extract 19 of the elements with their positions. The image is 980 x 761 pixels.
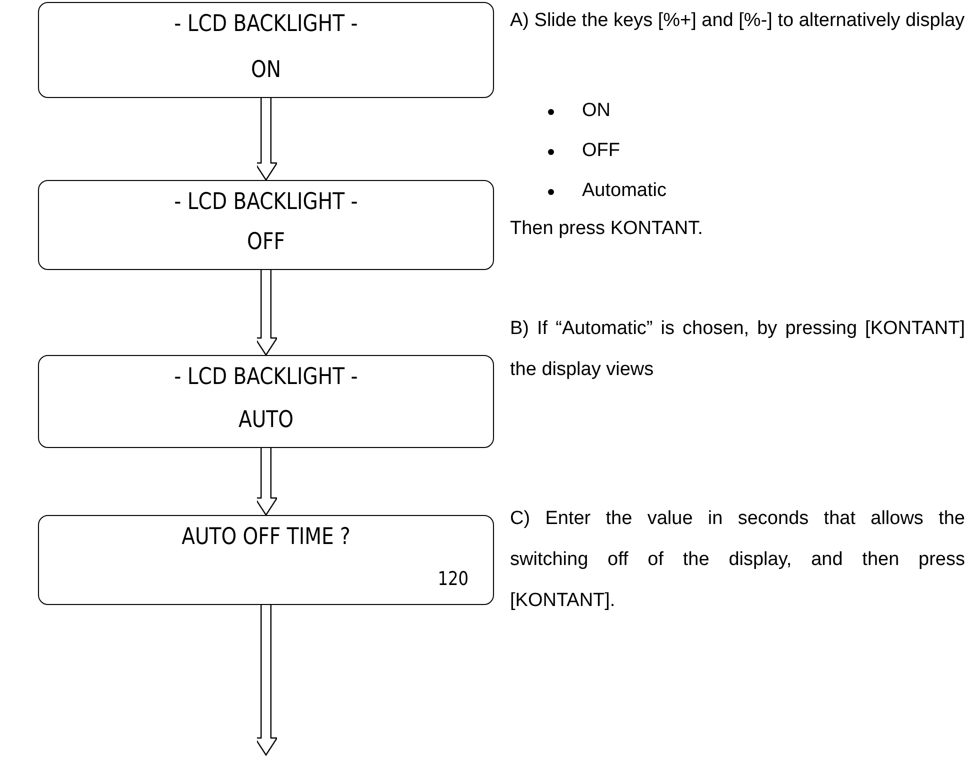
display-value: OFF: [246, 229, 286, 255]
display-screen: [38, 515, 494, 605]
instruction-note: C) Enter the value in seconds that allows the switching off of the display, and then press [KONTANT].: [510, 507, 965, 613]
instruction-note: A) Slide the keys [%+] and [%-] to alternatively display: [510, 9, 965, 33]
display-screen: [38, 2, 494, 98]
bullet-item: OFF: [582, 139, 620, 163]
display-value: 120: [437, 568, 468, 590]
display-screen: [38, 355, 494, 448]
display-heading: - LCD BACKLIGHT -: [173, 364, 359, 390]
display-value: AUTO: [237, 407, 294, 433]
display-value: ON: [250, 57, 282, 83]
display-screen: [38, 180, 494, 270]
bullet-item: Automatic: [582, 179, 666, 203]
display-heading: AUTO OFF TIME ?: [180, 524, 352, 550]
instruction-note: Then press KONTANT.: [510, 217, 704, 241]
bullet-item: ON: [582, 99, 610, 123]
instruction-note: B) If “Automatic” is chosen, by pressing [KONTANT] the display views: [510, 317, 965, 382]
display-heading: - LCD BACKLIGHT -: [173, 189, 359, 215]
display-heading: - LCD BACKLIGHT -: [173, 11, 359, 37]
